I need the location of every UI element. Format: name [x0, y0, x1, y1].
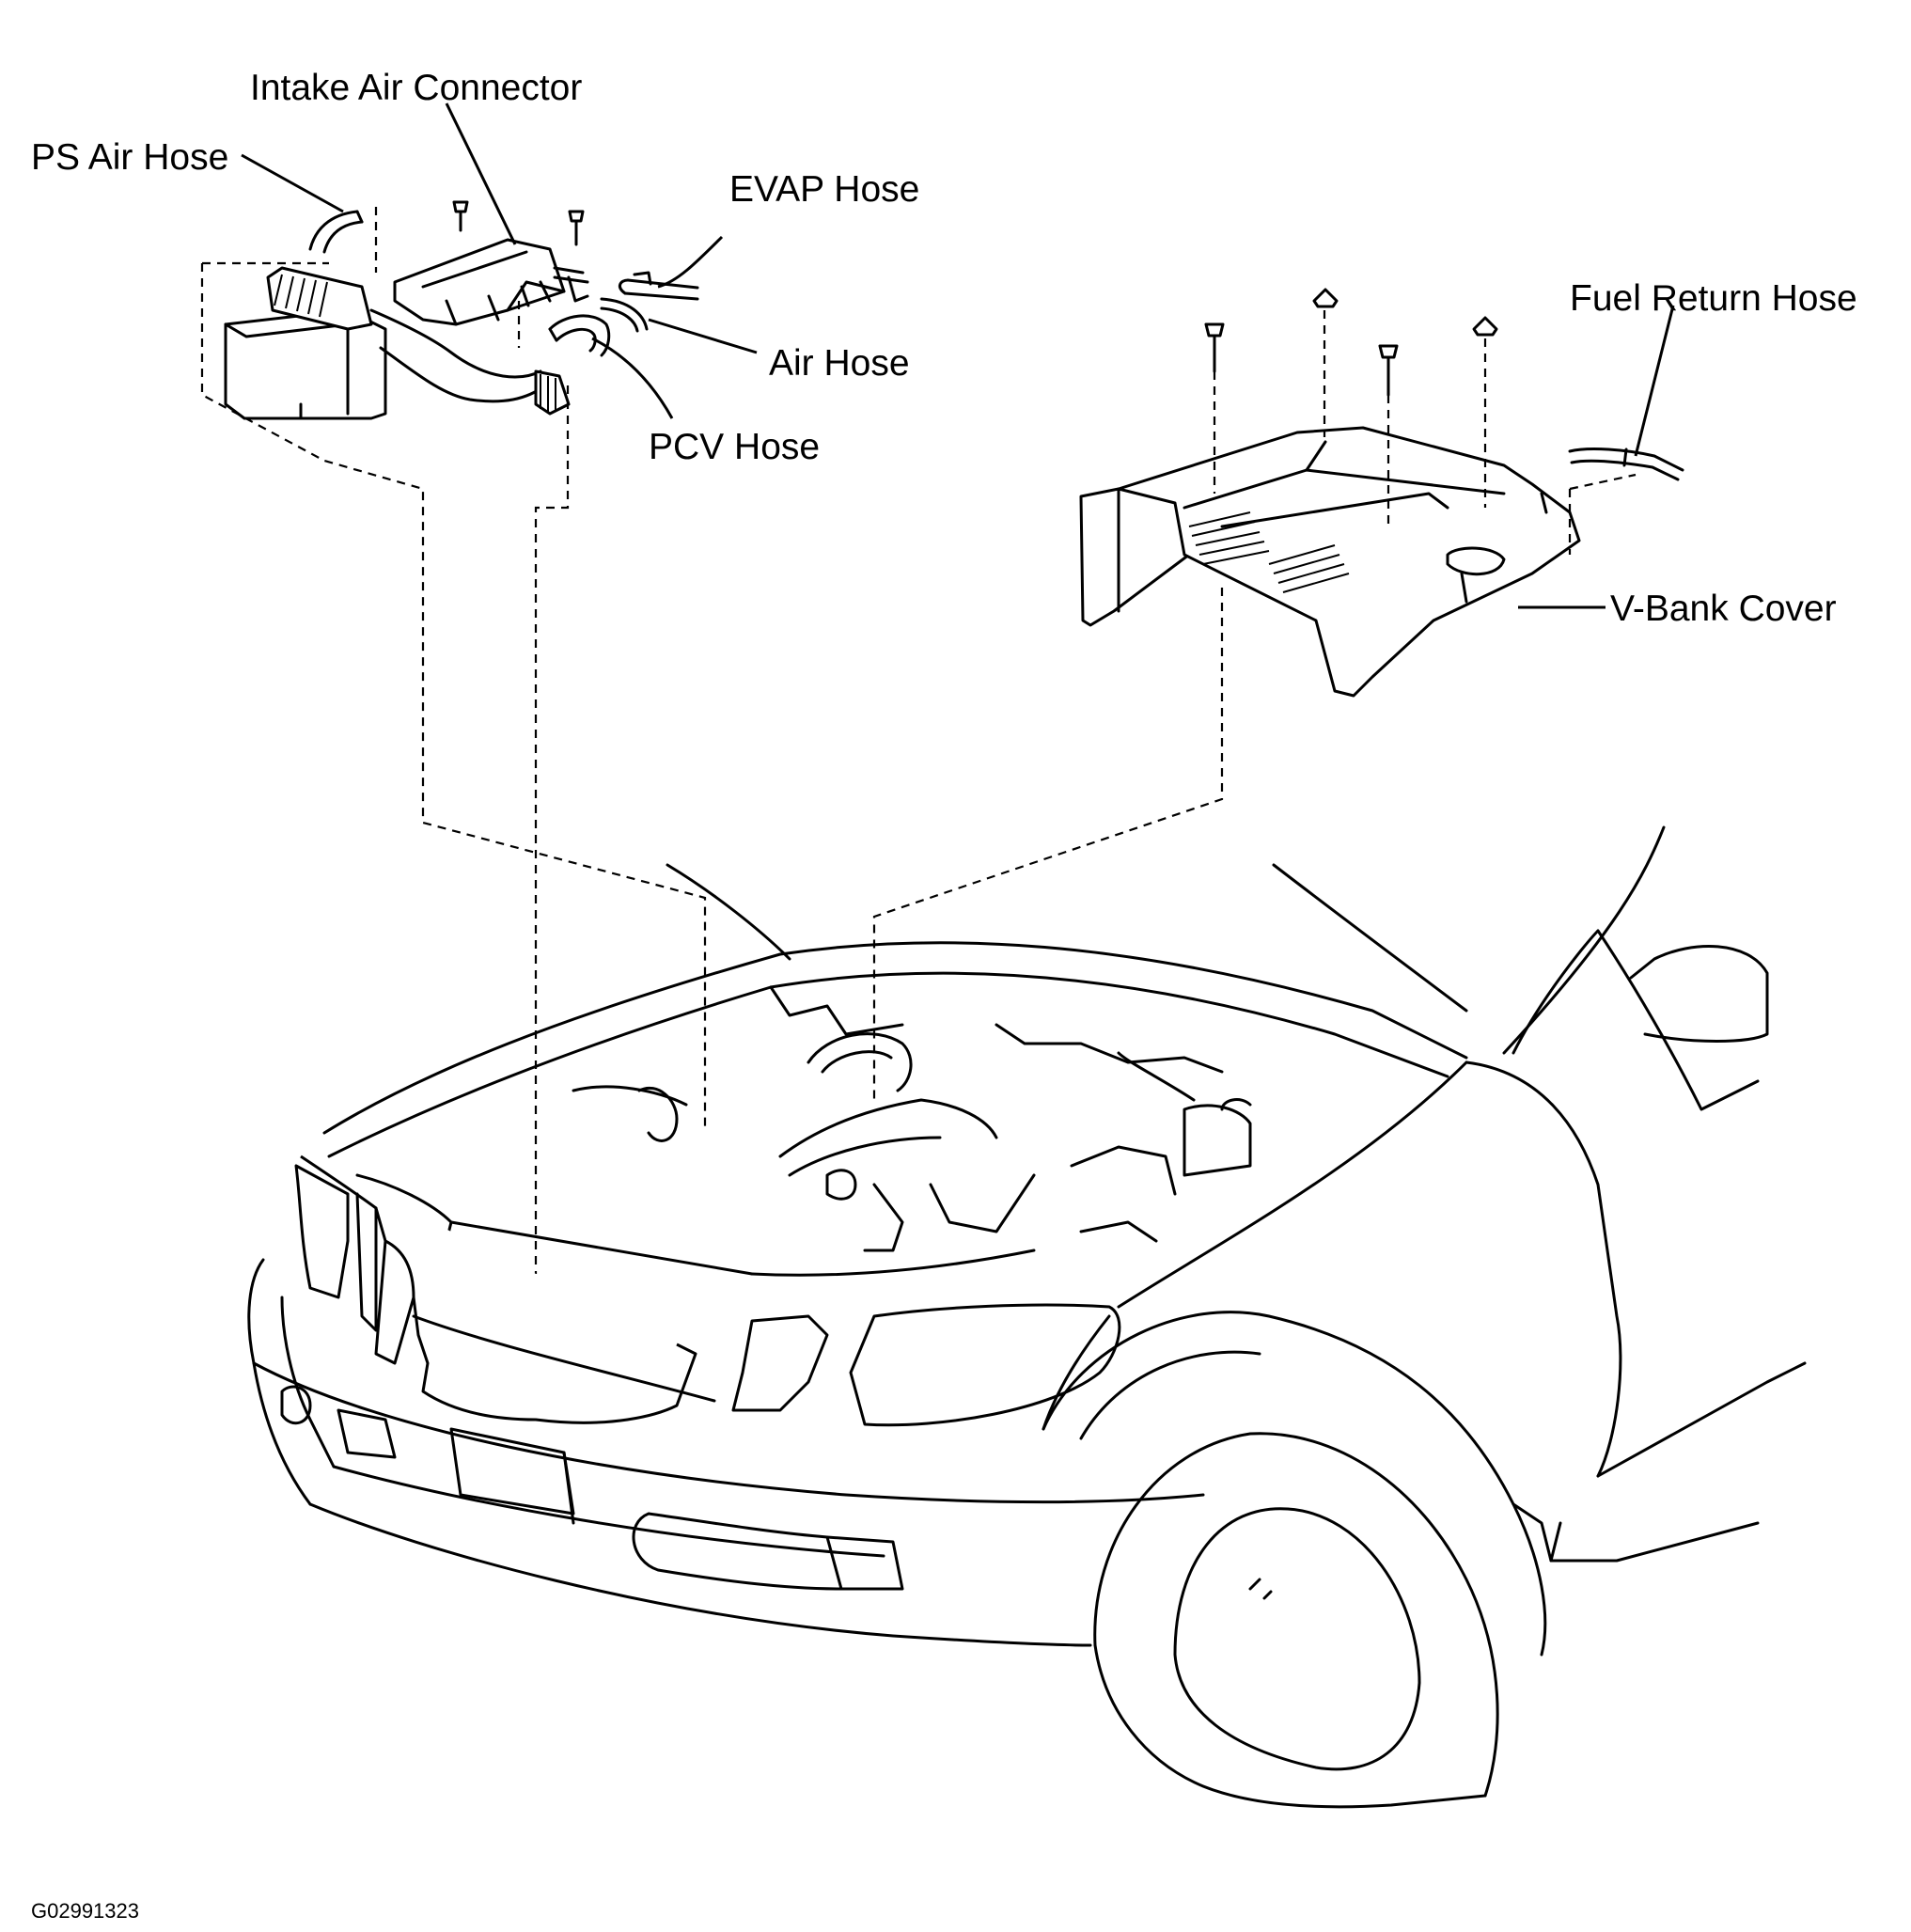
label-fuel-return-hose: Fuel Return Hose	[1570, 278, 1857, 319]
label-air-hose: Air Hose	[769, 343, 910, 384]
intake-guide-lines	[200, 207, 707, 1274]
v-bank-cover-assembly	[1079, 288, 1684, 698]
intake-assembly	[224, 200, 699, 420]
leader-lines	[241, 102, 1675, 609]
label-pcv-hose: PCV Hose	[649, 427, 820, 467]
label-intake-air-connector: Intake Air Connector	[250, 68, 582, 108]
vehicle-outline	[247, 825, 1807, 1809]
label-evap-hose: EVAP Hose	[729, 169, 919, 210]
label-ps-air-hose: PS Air Hose	[31, 137, 228, 178]
cover-guide-lines	[872, 310, 1637, 1100]
label-v-bank-cover: V-Bank Cover	[1610, 589, 1837, 629]
figure-code: G02991323	[31, 1899, 139, 1923]
labels: Intake Air Connector PS Air Hose EVAP Ho…	[31, 68, 1857, 1923]
